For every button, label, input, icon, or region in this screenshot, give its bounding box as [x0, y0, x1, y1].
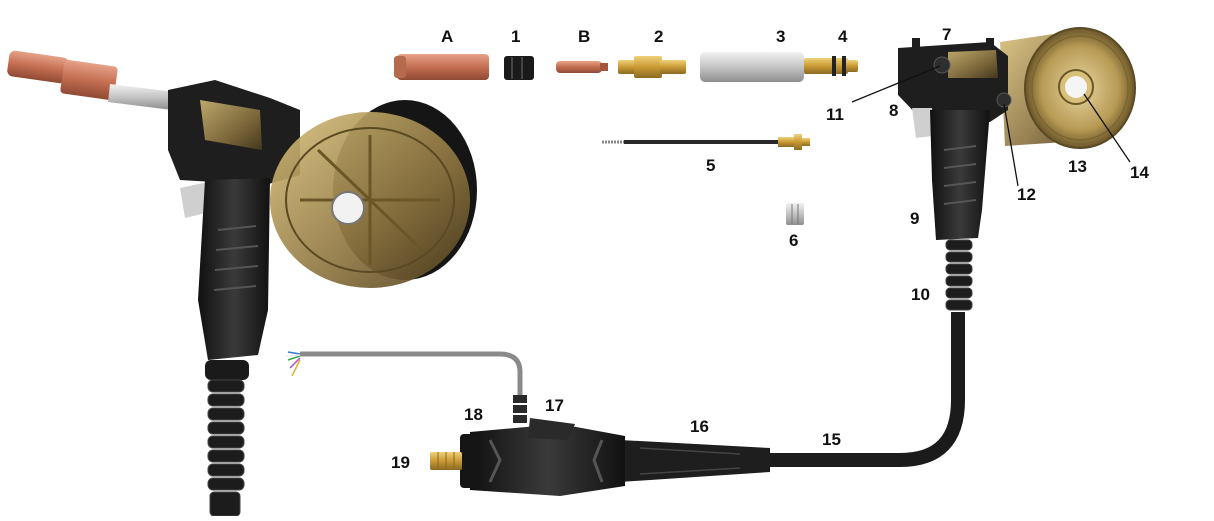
label-8: 8: [889, 101, 899, 120]
left-gun-nozzle: [7, 50, 69, 84]
power-cable: [760, 312, 965, 467]
label-3: 3: [776, 27, 786, 46]
part-5-liner: [602, 134, 810, 150]
right-gun-handle: [930, 110, 990, 240]
leader-11: [851, 65, 941, 103]
label-19: 19: [391, 453, 410, 472]
connector-assembly: [430, 418, 770, 496]
left-gun-spool-hub: [331, 191, 365, 225]
label-A: A: [441, 27, 454, 46]
label-16: 16: [690, 417, 709, 436]
left-spool-gun: [7, 50, 477, 517]
label-1: 1: [511, 27, 521, 46]
right-gun-hose: [945, 239, 973, 311]
label-5: 5: [706, 156, 716, 175]
label-10: 10: [911, 285, 930, 304]
label-17: 17: [545, 396, 564, 415]
part-1-insulator: [504, 56, 534, 80]
label-12: 12: [1017, 185, 1036, 204]
left-gun-hose: [207, 379, 245, 517]
connector-handle: [470, 424, 625, 496]
label-11: 11: [826, 105, 844, 124]
leader-14: [1083, 93, 1131, 163]
control-wire: [285, 351, 527, 423]
label-4: 4: [838, 27, 848, 46]
left-gun-barrel: [108, 84, 175, 110]
part-6-bushing: [786, 203, 804, 225]
label-B: B: [578, 27, 591, 46]
label-14: 14: [1130, 163, 1149, 182]
part-B-contact-tip: [556, 61, 608, 73]
right-spool-gun: [898, 27, 1136, 311]
part-A-nozzle: [394, 54, 489, 80]
label-18: 18: [464, 405, 483, 424]
label-13: 13: [1068, 157, 1087, 176]
part-4-barrel-adapter: [804, 56, 858, 76]
label-7: 7: [942, 25, 952, 44]
label-2: 2: [654, 27, 664, 46]
connector-ring-18: [460, 434, 478, 488]
part-3-barrel: [700, 52, 804, 82]
label-15: 15: [822, 430, 841, 449]
leader-12: [1003, 103, 1019, 187]
label-6: 6: [789, 231, 799, 250]
part-2-tip-adapter: [618, 56, 686, 78]
strain-relief-16: [620, 440, 770, 482]
label-9: 9: [910, 209, 920, 228]
